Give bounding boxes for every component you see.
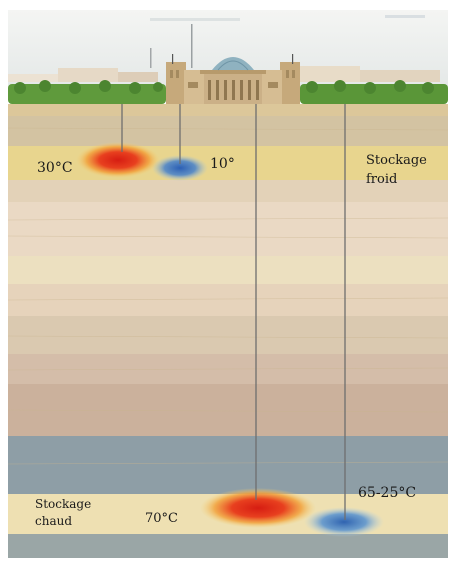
distant-city [8, 24, 440, 82]
deep-hot-temperature: 70°C [145, 511, 178, 526]
building [166, 54, 300, 104]
deep-cold-temperature: 65-25°C [358, 485, 417, 501]
cold-storage-label-line1: Stockage [366, 153, 427, 168]
hedge-left [8, 84, 166, 104]
deep-cold-reservoir [304, 507, 384, 537]
shallow-cold-temperature: 10° [210, 156, 235, 172]
shallow-hot-reservoir [76, 142, 160, 178]
glass-dome [212, 57, 254, 70]
hot-storage-label-line1: Stockage [35, 497, 92, 511]
cold-storage-label-line2: froid [366, 172, 398, 187]
deep-layer [8, 436, 448, 494]
shallow-cold-reservoir [152, 155, 208, 181]
shallow-hot-temperature: 30°C [37, 160, 73, 176]
hot-storage-label-line2: chaud [35, 514, 73, 528]
boreholes [121, 104, 346, 520]
deep-hot-reservoir [200, 488, 316, 528]
